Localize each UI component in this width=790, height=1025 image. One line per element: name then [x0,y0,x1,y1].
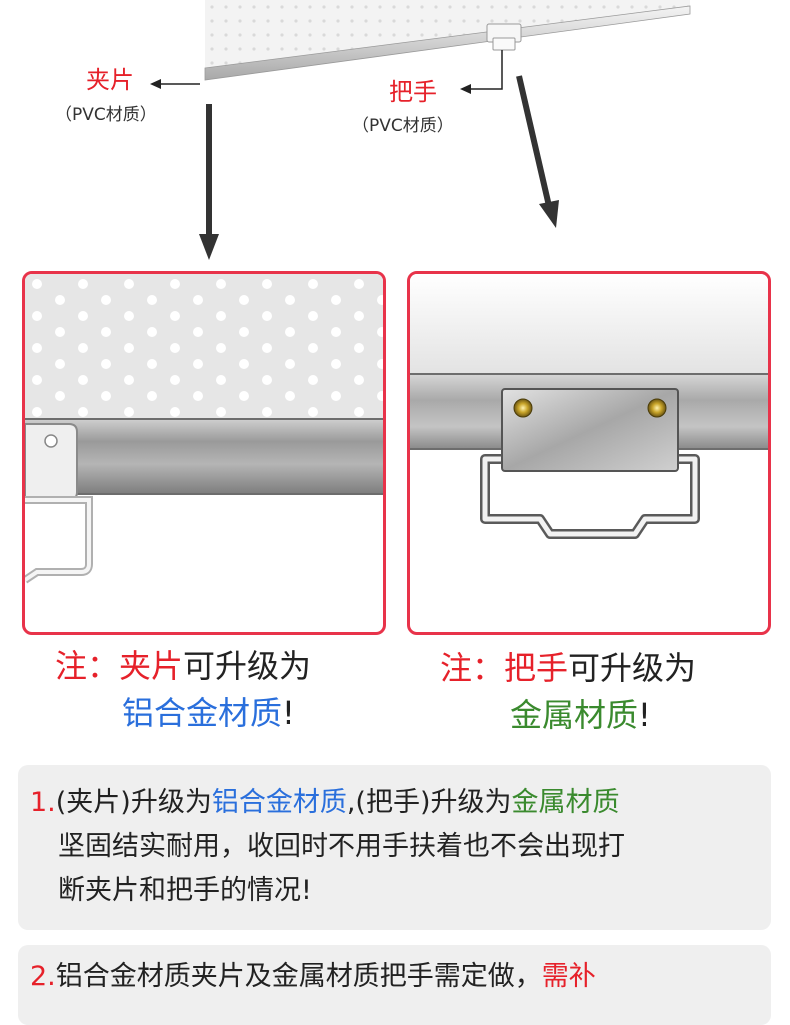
item-number: 1. [30,787,56,818]
handle-callout-material: （PVC材质） [352,116,454,136]
info-item1-line3: 断夹片和把手的情况! [58,875,312,906]
clip-leader-arrow [150,79,200,89]
note-mid: 可升级为 [183,647,312,685]
metal-handle-loop [480,454,700,539]
item2-seg2: 需补 [541,961,596,992]
item-number: 2. [30,961,56,992]
clip-detail-panel [22,271,386,635]
handle-down-arrow [516,75,559,228]
screen-handle-small [486,23,522,51]
info-card-2: 2.铝合金材质夹片及金属材质把手需定做，需补 [18,945,771,1025]
note-prefix: 注： [55,647,120,685]
metal-handle-plate [501,388,679,472]
info-item1-line1: 1.(夹片)升级为铝合金材质,(把手)升级为金属材质 [30,789,620,816]
clip-upgrade-note-line2: 铝合金材质! [122,697,295,729]
note-material: 铝合金材质 [122,694,283,732]
item1-seg3: ,(把手)升级为 [346,787,512,818]
projector-screen-illustration [204,0,691,81]
note-end: ! [638,696,651,734]
item1-seg4: 金属材质 [511,787,620,818]
note-mid: 可升级为 [568,649,697,687]
info-card-1: 1.(夹片)升级为铝合金材质,(把手)升级为金属材质 坚固结实耐用，收回时不用手… [18,765,771,930]
note-end: ! [282,694,295,732]
pointer-arrows [150,50,559,260]
handle-callout-label: 把手 [389,78,437,106]
handle-detail-panel [407,271,771,635]
handle-upgrade-note-line1: 注：把手可升级为 [440,652,696,684]
clip-callout-label: 夹片 [86,66,134,94]
note-prefix: 注： [440,649,505,687]
clip-down-arrow [199,104,219,260]
info-item2-line1: 2.铝合金材质夹片及金属材质把手需定做，需补 [30,963,596,990]
note-item: 夹片 [119,647,184,685]
note-item: 把手 [504,649,569,687]
info-item1-line2: 坚固结实耐用，收回时不用手扶着也不会出现打 [58,831,625,862]
clip-callout-material: （PVC材质） [55,105,157,125]
item1-seg1: (夹片)升级为 [55,787,212,818]
handle-upgrade-note-line2: 金属材质! [510,699,651,731]
item1-seg2: 铝合金材质 [211,787,347,818]
note-material: 金属材质 [510,696,639,734]
item2-seg1: 铝合金材质夹片及金属材质把手需定做， [55,961,542,992]
pvc-clip-shape [25,423,93,584]
handle-leader-arrow [460,50,503,94]
clip-upgrade-note-line1: 注：夹片可升级为 [55,650,311,682]
